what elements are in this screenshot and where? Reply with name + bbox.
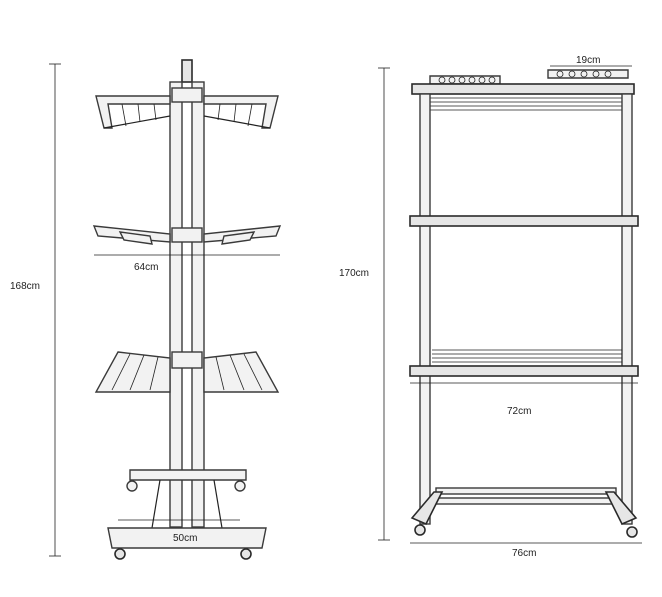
top-hook-bars bbox=[429, 69, 629, 85]
left-height-label: 168cm bbox=[10, 281, 40, 292]
left-rack-view: 168cm bbox=[10, 59, 282, 560]
top-knob bbox=[181, 59, 193, 83]
right-base-width-label: 76cm bbox=[512, 548, 536, 559]
left-height-dimension: 168cm bbox=[10, 63, 61, 557]
left-base-width-label: 50cm bbox=[173, 533, 197, 544]
right-shelf-width-dimension: 72cm bbox=[410, 382, 638, 417]
right-base bbox=[410, 487, 638, 538]
hook-spacing-label: 19cm bbox=[576, 55, 600, 66]
lower-leg-bar bbox=[126, 469, 247, 529]
left-base bbox=[107, 527, 267, 560]
right-lower-shelf bbox=[409, 349, 639, 377]
right-shelf-width-label: 72cm bbox=[507, 406, 531, 417]
right-height-dimension: 170cm bbox=[339, 67, 390, 541]
right-top-shelf bbox=[411, 83, 635, 111]
left-shelf-width-dimension: 64cm bbox=[94, 254, 280, 273]
left-base-width-dimension: 50cm bbox=[118, 519, 240, 544]
lower-shelf-wings bbox=[94, 351, 280, 393]
top-shelf-wings bbox=[95, 87, 279, 129]
right-base-width-dimension: 76cm bbox=[410, 542, 642, 559]
central-column bbox=[169, 81, 205, 528]
right-height-label: 170cm bbox=[339, 268, 369, 279]
right-rack-view: 170cm 19cm bbox=[339, 55, 642, 559]
hook-spacing-dimension: 19cm bbox=[550, 55, 632, 67]
right-side-posts bbox=[419, 93, 633, 525]
left-shelf-width-label: 64cm bbox=[134, 262, 158, 273]
right-middle-bar bbox=[409, 215, 639, 227]
middle-shelf-wings bbox=[92, 225, 282, 245]
